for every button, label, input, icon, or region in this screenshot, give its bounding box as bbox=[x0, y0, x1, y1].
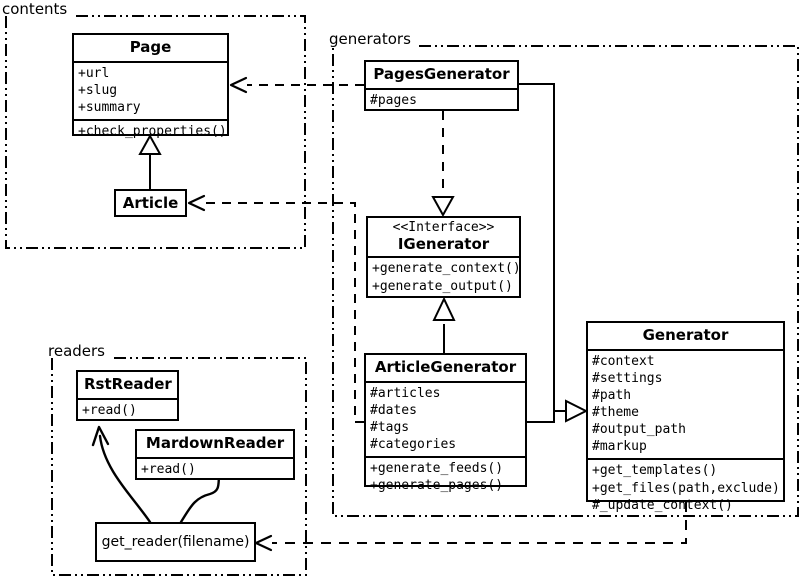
class-name-mardown_reader: MardownReader bbox=[145, 434, 285, 452]
method-row: +generate_feeds() bbox=[370, 461, 504, 477]
function-box-get_reader[interactable]: get_reader(filename) bbox=[95, 522, 256, 562]
method-row: +generate_context() bbox=[372, 261, 521, 277]
class-name-generator: Generator bbox=[642, 326, 729, 344]
method-row: +generate_pages() bbox=[370, 478, 504, 494]
class-header-article: Article bbox=[116, 191, 185, 217]
relation-article-to-page bbox=[138, 133, 162, 189]
relation-articlegenerator-to-article bbox=[187, 194, 364, 423]
class-methods-generator: +get_templates()+get_files(path,exclude)… bbox=[588, 460, 783, 516]
attribute-row: +slug bbox=[78, 82, 118, 98]
class-name-page: Page bbox=[129, 38, 172, 56]
method-row: #_update_context() bbox=[592, 497, 733, 513]
class-box-rst_reader[interactable]: RstReader +read() bbox=[76, 370, 179, 421]
class-header-igenerator: <<Interface>>IGenerator bbox=[368, 218, 519, 259]
class-attributes-pages_generator: #pages bbox=[366, 90, 517, 112]
class-methods-igenerator: +generate_context()+generate_output() bbox=[368, 258, 521, 297]
class-name-igenerator: IGenerator bbox=[397, 234, 490, 253]
class-attributes-page: +url+slug+summary bbox=[74, 63, 227, 121]
attribute-row: #path bbox=[592, 387, 632, 403]
relation-pagesgenerator-to-generator bbox=[519, 83, 555, 411]
package-border-contents bbox=[5, 15, 306, 249]
class-name-article_generator: ArticleGenerator bbox=[374, 358, 517, 376]
class-header-article_generator: ArticleGenerator bbox=[366, 355, 525, 383]
class-header-generator: Generator bbox=[588, 323, 783, 351]
method-row: +read() bbox=[141, 461, 196, 477]
class-header-page: Page bbox=[74, 35, 227, 63]
relation-articlegenerator-to-generator bbox=[527, 399, 589, 423]
method-row: +read() bbox=[82, 402, 137, 418]
class-header-mardown_reader: MardownReader bbox=[137, 431, 293, 459]
relation-pagesgenerator-to-igenerator bbox=[431, 111, 455, 218]
relation-articlegenerator-to-igenerator bbox=[432, 296, 456, 353]
attribute-row: #output_path bbox=[592, 422, 686, 438]
relation-generator-to-getreader bbox=[254, 502, 687, 552]
class-methods-page: +check_properties() bbox=[74, 121, 227, 143]
class-box-pages_generator[interactable]: PagesGenerator #pages bbox=[364, 60, 519, 111]
class-box-page[interactable]: Page +url+slug+summary +check_properties() bbox=[72, 33, 229, 139]
relation-pagesgenerator-to-page bbox=[229, 76, 364, 94]
function-label-get_reader: get_reader(filename) bbox=[101, 534, 250, 550]
class-attributes-article_generator: #articles#dates#tags#categories bbox=[366, 383, 525, 459]
class-box-igenerator[interactable]: <<Interface>>IGenerator+generate_context… bbox=[366, 216, 521, 298]
attribute-row: +summary bbox=[78, 99, 141, 115]
package-label-contents: contents bbox=[2, 0, 68, 18]
attribute-row: #pages bbox=[370, 92, 417, 108]
attribute-row: #articles bbox=[370, 385, 441, 401]
class-methods-mardown_reader: +read() bbox=[137, 459, 293, 481]
class-header-rst_reader: RstReader bbox=[78, 372, 177, 400]
attribute-row: #tags bbox=[370, 419, 410, 435]
class-name-rst_reader: RstReader bbox=[84, 375, 172, 393]
method-row: +generate_output() bbox=[372, 278, 513, 294]
relation-getreader-to-rstreader bbox=[91, 425, 152, 524]
package-border-generators bbox=[332, 45, 799, 517]
package-label-readers: readers bbox=[48, 342, 105, 360]
class-box-article_generator[interactable]: ArticleGenerator #articles#dates#tags#cat… bbox=[364, 353, 527, 493]
class-box-generator[interactable]: Generator #context#settings#path#theme #ou… bbox=[586, 321, 785, 513]
class-name-article: Article bbox=[122, 194, 179, 212]
class-box-mardown_reader[interactable]: MardownReader +read() bbox=[135, 429, 295, 480]
class-methods-article_generator: +generate_feeds()+generate_pages() bbox=[366, 458, 525, 497]
package-border-readers bbox=[51, 357, 307, 576]
attribute-row: #theme bbox=[592, 404, 639, 420]
attribute-row: #markup bbox=[592, 439, 647, 455]
attribute-row: +url bbox=[78, 65, 110, 81]
class-stereotype-igenerator: <<Interface>> bbox=[392, 220, 495, 235]
attribute-row: #dates bbox=[370, 402, 417, 418]
method-row: +get_templates() bbox=[592, 463, 718, 479]
package-label-generators: generators bbox=[329, 30, 411, 48]
attribute-row: #context bbox=[592, 353, 655, 369]
method-row: +get_files(path,exclude) bbox=[592, 480, 780, 496]
attribute-row: #categories bbox=[370, 436, 457, 452]
class-name-pages_generator: PagesGenerator bbox=[373, 65, 510, 83]
class-header-pages_generator: PagesGenerator bbox=[366, 62, 517, 90]
attribute-row: #settings bbox=[592, 370, 663, 386]
class-attributes-generator: #context#settings#path#theme #output_path… bbox=[588, 351, 783, 461]
method-row: +check_properties() bbox=[78, 123, 227, 139]
class-box-article[interactable]: Article bbox=[114, 189, 187, 217]
class-methods-rst_reader: +read() bbox=[78, 400, 177, 422]
